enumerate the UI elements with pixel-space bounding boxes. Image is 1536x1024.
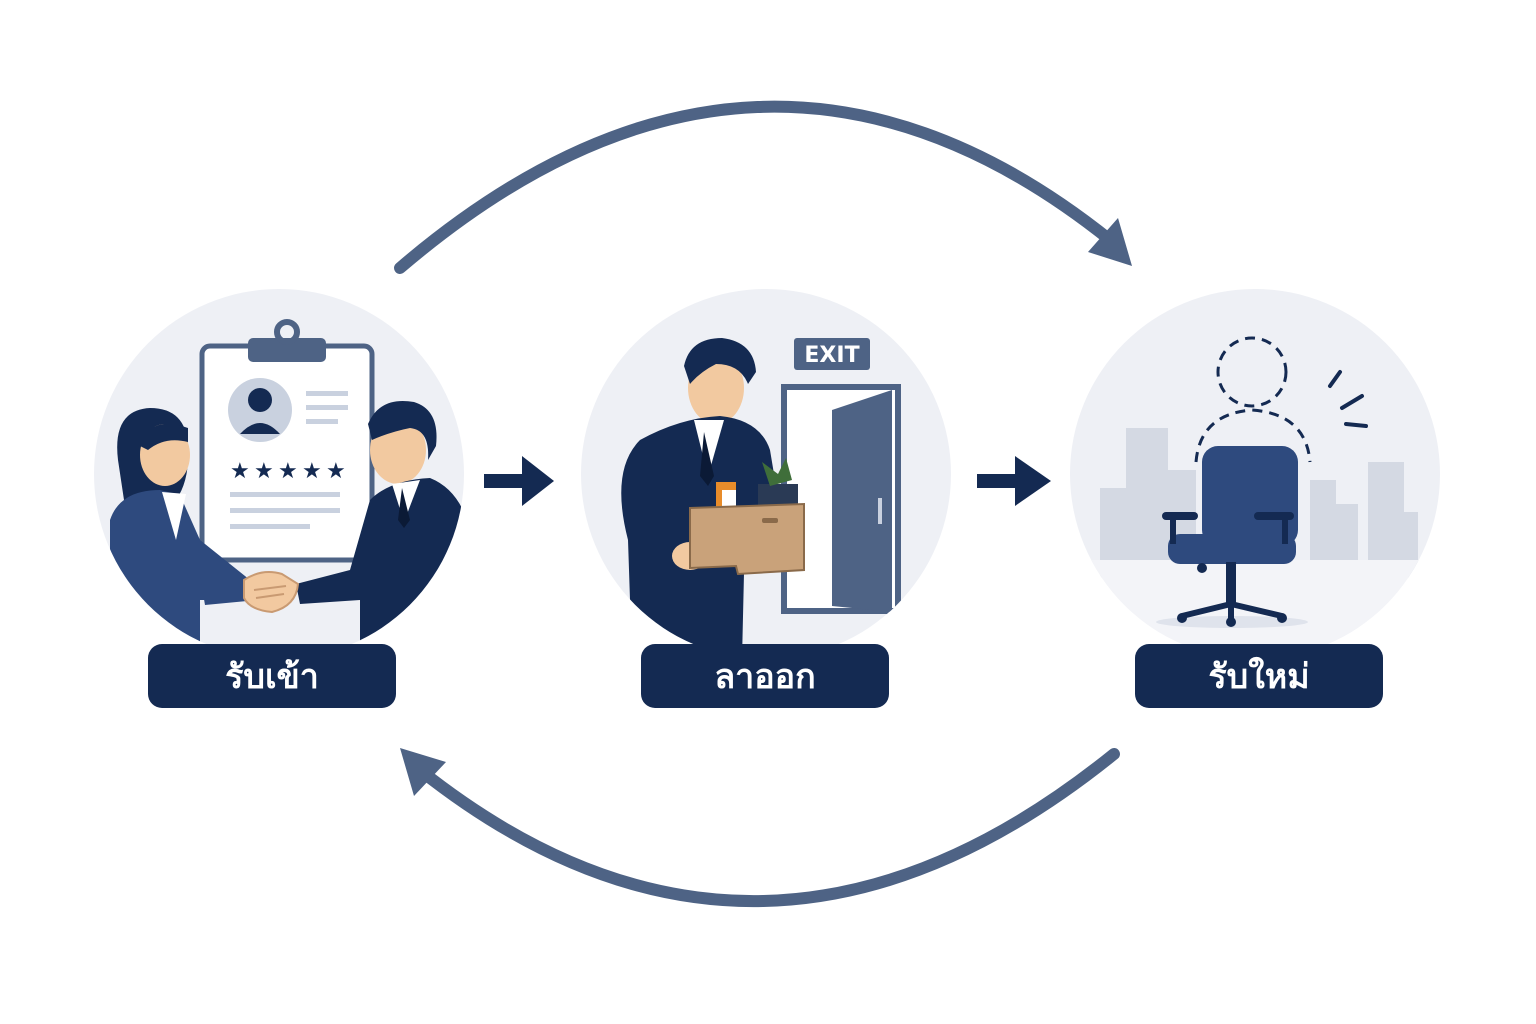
rehire-illustration: [1070, 289, 1440, 659]
exit-sign: EXIT: [794, 338, 870, 370]
exit-door: [781, 384, 901, 614]
svg-text:★: ★: [230, 459, 250, 484]
bottom-cycle-arrow: [400, 748, 1120, 908]
stage-label-hire-text: รับเข้า: [225, 657, 319, 697]
emphasis-marks: [1328, 370, 1368, 428]
stage-label-rehire: รับใหม่: [1135, 644, 1383, 708]
svg-text:★: ★: [326, 459, 346, 484]
svg-text:★: ★: [302, 459, 322, 484]
stage-label-resign: ลาออก: [641, 644, 889, 708]
resign-illustration: [581, 289, 951, 659]
top-cycle-arrow: [394, 100, 1132, 274]
stage-label-resign-text: ลาออก: [714, 657, 816, 697]
arrow-resign-to-rehire: [977, 456, 1051, 506]
svg-text:★: ★: [278, 459, 298, 484]
stage-label-hire: รับเข้า: [148, 644, 396, 708]
stage-label-rehire-text: รับใหม่: [1208, 657, 1310, 697]
rating-stars: ★ ★ ★ ★ ★: [230, 459, 346, 484]
svg-text:★: ★: [254, 459, 274, 484]
resume-clipboard: ★ ★ ★ ★ ★: [199, 319, 375, 563]
exit-sign-text: EXIT: [804, 343, 859, 368]
belongings-box: [689, 458, 805, 576]
arrow-hire-to-resign: [484, 456, 554, 506]
handshake: [243, 571, 300, 614]
hire-illustration: ★ ★ ★ ★ ★: [94, 289, 464, 659]
dashed-person-outline: [1194, 336, 1312, 463]
empty-office-chair: [1156, 446, 1308, 628]
